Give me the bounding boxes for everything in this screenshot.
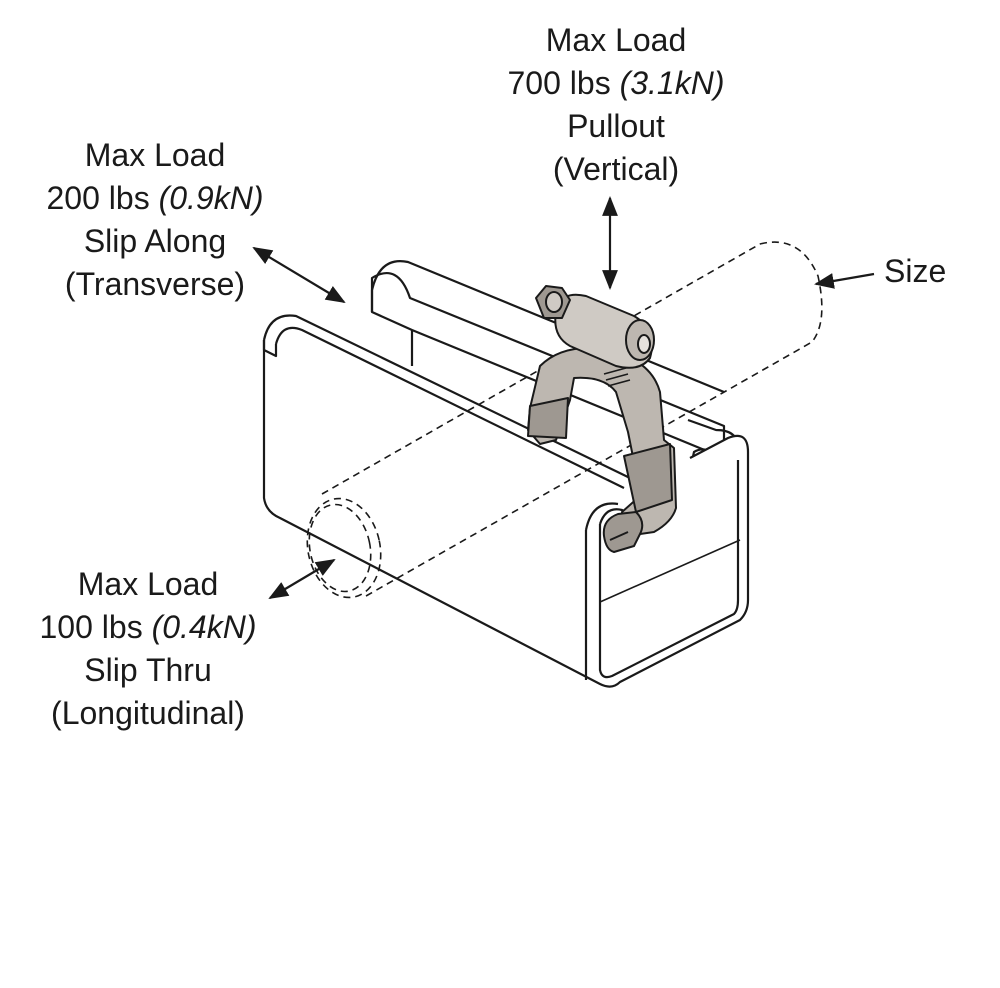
size-label: Size — [884, 253, 947, 289]
pipe-end-far — [759, 241, 823, 343]
longitudinal-direction: Slip Thru — [84, 652, 212, 688]
longitudinal-load-kn: (0.4kN) — [151, 609, 257, 645]
transverse-load-kn: (0.9kN) — [158, 180, 264, 216]
longitudinal-load: 100 lbs (0.4kN) — [39, 609, 257, 645]
callout-pullout: Max Load 700 lbs (3.1kN) Pullout (Vertic… — [456, 19, 776, 191]
longitudinal-heading: Max Load — [77, 566, 219, 602]
transverse-arrow — [252, 246, 346, 304]
callout-longitudinal: Max Load 100 lbs (0.4kN) Slip Thru (Long… — [0, 563, 296, 735]
pullout-direction: Pullout — [567, 108, 665, 144]
transverse-load: 200 lbs (0.9kN) — [46, 180, 264, 216]
transverse-axis: (Transverse) — [64, 266, 246, 302]
transverse-heading: Max Load — [84, 137, 226, 173]
load-arrows — [252, 196, 875, 600]
pipe-end-near — [306, 497, 382, 599]
transverse-direction: Slip Along — [83, 223, 227, 259]
pullout-axis: (Vertical) — [552, 151, 680, 187]
callout-transverse: Max Load 200 lbs (0.9kN) Slip Along (Tra… — [0, 134, 310, 306]
longitudinal-arrow — [268, 558, 336, 600]
size-arrow — [814, 272, 875, 289]
pullout-load-kn: (3.1kN) — [619, 65, 725, 101]
longitudinal-axis: (Longitudinal) — [51, 695, 245, 731]
pullout-load: 700 lbs (3.1kN) — [507, 65, 725, 101]
pullout-heading: Max Load — [545, 22, 687, 58]
pipe-clamp — [527, 285, 677, 553]
channel-front-face — [262, 340, 750, 688]
